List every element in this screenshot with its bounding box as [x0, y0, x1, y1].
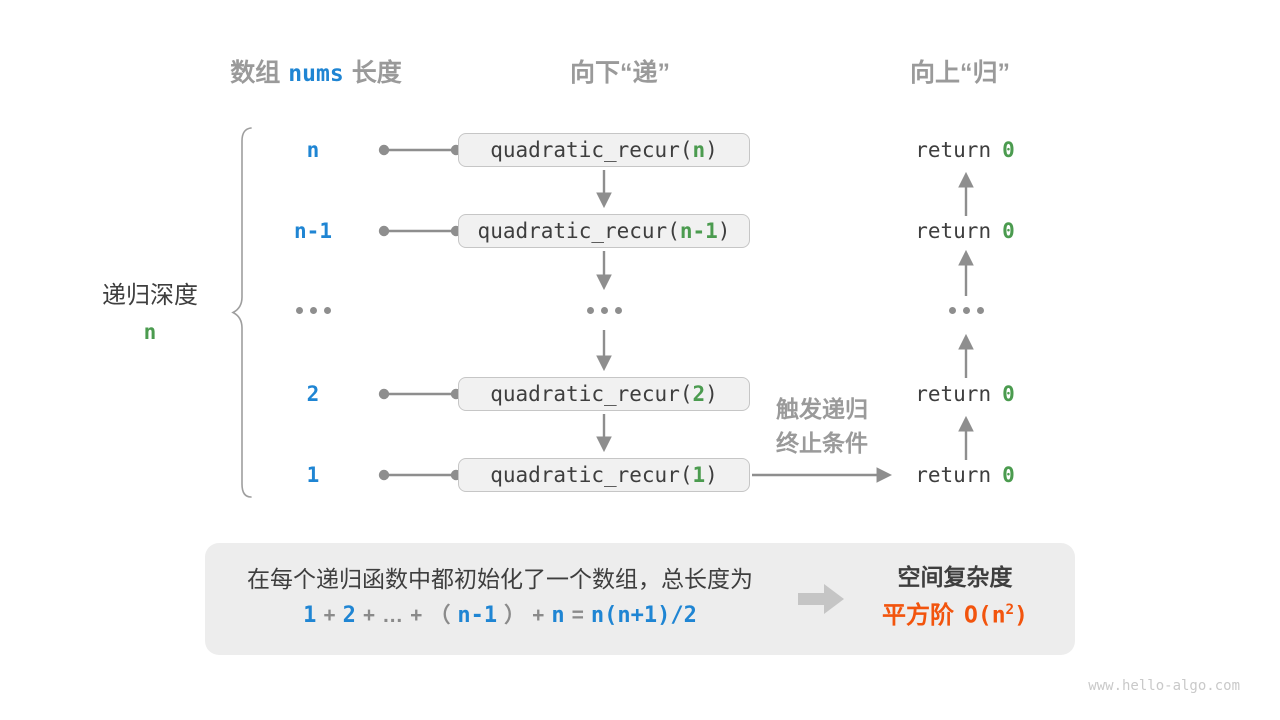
- formula-operator: +: [362, 604, 376, 627]
- depth-label-n: n: [306, 138, 320, 162]
- formula-operator: +: [532, 604, 545, 627]
- site-watermark: www.hello-algo.com: [1088, 678, 1240, 694]
- call-code-suffix: ): [705, 138, 718, 162]
- ellipsis-depth-column: [243, 303, 383, 317]
- call-arg: 2: [692, 382, 706, 406]
- formula-term: n: [551, 603, 565, 628]
- summary-formula: 1 + 2 + … + （ n-1 ） + n = n(n+1)/2: [233, 599, 767, 629]
- ellipsis-dot: [586, 306, 594, 314]
- base-case-note-line2: 终止条件: [776, 430, 868, 456]
- formula-paren-open: （: [429, 604, 451, 627]
- return-value: 0: [1002, 463, 1015, 487]
- ellipsis-dot: [600, 306, 608, 314]
- base-case-note-line1: 触发递归: [776, 396, 868, 422]
- ellipsis-dot: [309, 306, 317, 314]
- right-block-arrow-icon: [798, 584, 844, 614]
- return-statement-n-1: return 0: [902, 213, 1028, 249]
- formula-term: n-1: [457, 603, 498, 628]
- depth-label-2: 2: [306, 382, 320, 406]
- header-downward-recurse: 向下“递”: [569, 59, 670, 87]
- ellipsis-dot: [295, 306, 303, 314]
- header-array-length-prefix: 数组: [230, 59, 281, 87]
- summary-text: 在每个递归函数中都初始化了一个数组，总长度为: [247, 566, 753, 592]
- depth-label-n-1: n-1: [294, 219, 332, 243]
- ellipsis-dot: [323, 306, 331, 314]
- call-arg: 1: [692, 463, 706, 487]
- formula-ellipsis: …: [382, 604, 404, 627]
- formula-paren-close: ）: [504, 604, 526, 627]
- space-complexity-title: 空间复杂度: [897, 564, 1013, 590]
- complexity-order-name: 平方阶: [882, 602, 954, 629]
- call-code-suffix: ): [717, 219, 731, 243]
- ellipsis-dot: [976, 306, 984, 314]
- formula-result: n(n+1)/2: [590, 603, 697, 628]
- return-keyword: return: [915, 463, 992, 487]
- call-code-suffix: ): [705, 382, 718, 406]
- call-box-n-1: quadratic_recur(n-1): [458, 214, 750, 248]
- recursion-depth-value: n: [143, 320, 157, 344]
- call-code-prefix: quadratic_recur(: [490, 382, 693, 406]
- return-value: 0: [1002, 382, 1015, 406]
- call-code-prefix: quadratic_recur(: [490, 138, 693, 162]
- ellipsis-call-column: [534, 303, 674, 317]
- header-upward-return: 向上“归”: [909, 59, 1010, 87]
- recursion-depth-label: 递归深度: [102, 282, 198, 309]
- depth-brace: [231, 127, 252, 498]
- ellipsis-dot: [948, 306, 956, 314]
- return-keyword: return: [915, 382, 992, 406]
- header-array-length-suffix: 长度: [351, 59, 402, 87]
- ellipsis-dot: [962, 306, 970, 314]
- return-statement-n: return 0: [902, 132, 1028, 168]
- big-o-prefix: O(n: [964, 603, 1006, 629]
- ellipsis-return-column: [896, 303, 1036, 317]
- return-keyword: return: [915, 219, 992, 243]
- formula-operator: +: [410, 604, 423, 627]
- return-statement-1: return 0: [902, 457, 1028, 493]
- header-array-length: 数组 nums 长度: [156, 55, 476, 91]
- return-statement-2: return 0: [902, 376, 1028, 412]
- formula-term: 1: [303, 603, 317, 628]
- call-code-prefix: quadratic_recur(: [477, 219, 680, 243]
- call-arg: n: [692, 138, 706, 162]
- formula-term: 2: [342, 603, 356, 628]
- big-o-suffix: ): [1014, 603, 1028, 629]
- ellipsis-dot: [614, 306, 622, 314]
- base-case-note: 触发递归 终止条件: [740, 392, 904, 460]
- formula-operator: +: [323, 604, 336, 627]
- call-box-1: quadratic_recur(1): [458, 458, 750, 492]
- depth-label-1: 1: [306, 463, 320, 487]
- call-box-2: quadratic_recur(2): [458, 377, 750, 411]
- call-code-suffix: ): [705, 463, 718, 487]
- return-value: 0: [1002, 138, 1015, 162]
- connector-lines: [378, 144, 462, 481]
- call-box-n: quadratic_recur(n): [458, 133, 750, 167]
- return-value: 0: [1002, 219, 1015, 243]
- call-code-prefix: quadratic_recur(: [490, 463, 693, 487]
- call-arg: n-1: [679, 219, 718, 243]
- return-keyword: return: [915, 138, 992, 162]
- formula-equals: =: [571, 604, 584, 627]
- complexity-big-o: O(n2): [964, 602, 1028, 629]
- big-o-exponent: 2: [1005, 602, 1015, 619]
- space-complexity-value: 平方阶 O(n2): [845, 595, 1065, 630]
- summary-panel: [205, 543, 1075, 655]
- header-nums-code: nums: [288, 61, 344, 87]
